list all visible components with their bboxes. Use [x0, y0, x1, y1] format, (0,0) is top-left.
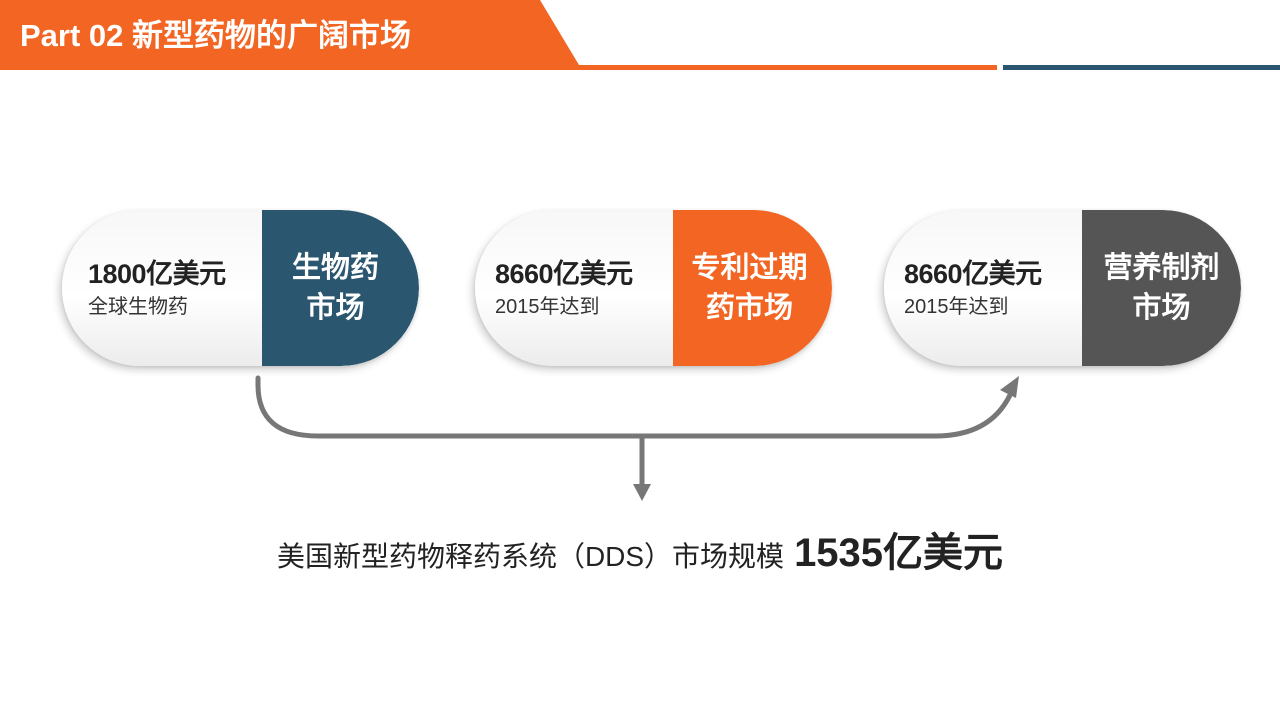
curved-arrow-head: [1000, 376, 1019, 398]
summary-value: 1535亿美元: [794, 531, 1004, 575]
market-pill-off-patent: 8660亿美元 2015年达到 专利过期 药市场: [475, 210, 832, 366]
market-pill-biologics: 1800亿美元 全球生物药 生物药 市场: [62, 210, 419, 366]
market-label-line: 市场: [1132, 292, 1191, 324]
market-label-line: 市场: [306, 292, 365, 324]
market-subtitle: 2015年达到: [495, 296, 600, 318]
market-value: 1800亿美元: [88, 259, 226, 289]
header-divider-navy: [1003, 65, 1280, 70]
market-subtitle: 全球生物药: [88, 296, 188, 318]
curved-arrow: [255, 375, 1013, 439]
header-banner: [0, 0, 582, 70]
market-label: 专利过期 药市场: [673, 210, 832, 366]
down-arrow-head: [633, 484, 651, 501]
page-title: Part 02 新型药物的广阔市场: [20, 18, 412, 53]
market-pill-nutrition: 8660亿美元 2015年达到 营养制剂 市场: [884, 210, 1241, 366]
market-value: 8660亿美元: [495, 259, 633, 289]
market-label: 生物药 市场: [262, 210, 419, 366]
market-subtitle: 2015年达到: [904, 296, 1009, 318]
market-label-line: 生物药: [291, 252, 379, 284]
market-label-line: 药市场: [705, 292, 793, 324]
market-label-line: 营养制剂: [1103, 252, 1220, 284]
market-label-line: 专利过期: [691, 252, 808, 284]
summary-text: 美国新型药物释药系统（DDS）市场规模: [276, 541, 785, 572]
summary-row: 美国新型药物释药系统（DDS）市场规模 1535亿美元: [0, 520, 1280, 576]
header-divider-orange: [0, 65, 997, 70]
market-value: 8660亿美元: [904, 259, 1042, 289]
market-label: 营养制剂 市场: [1082, 210, 1241, 366]
